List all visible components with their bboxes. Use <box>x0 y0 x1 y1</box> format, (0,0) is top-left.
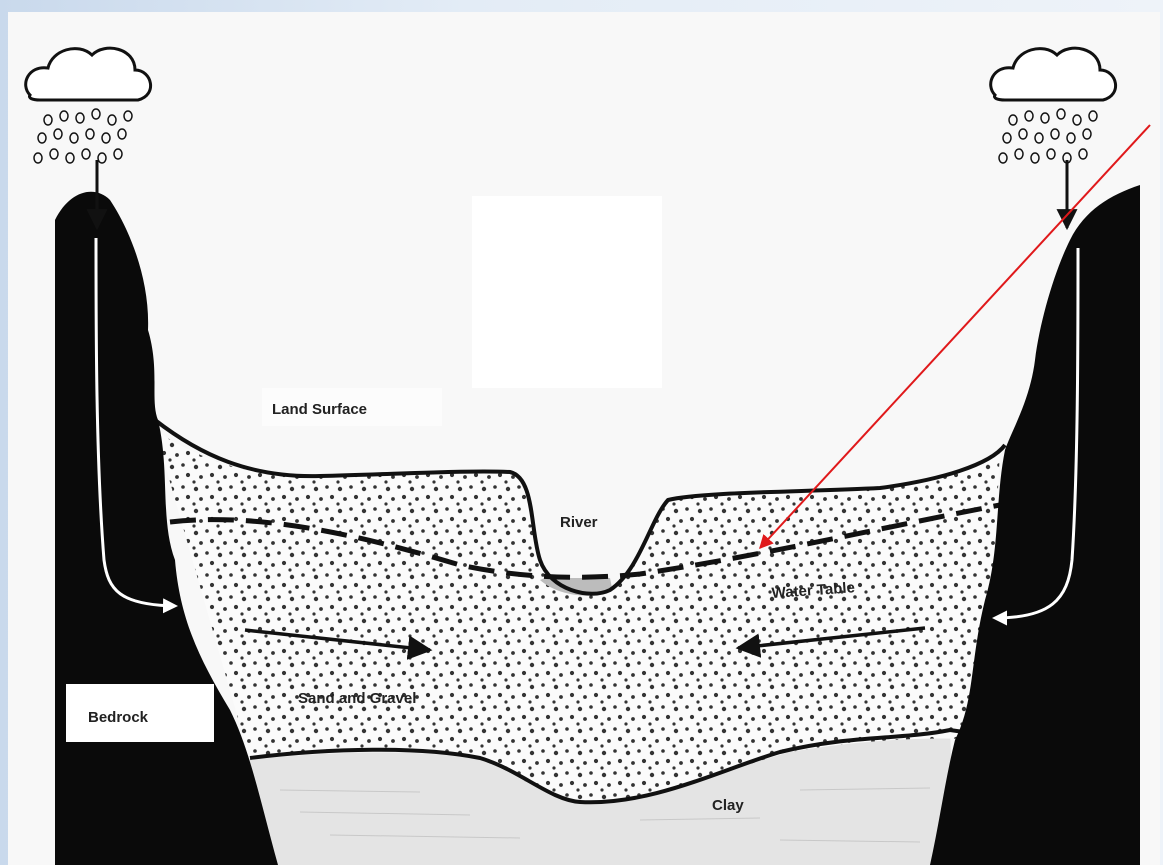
bedrock-label: Bedrock <box>88 709 149 726</box>
blank-box <box>472 196 662 388</box>
land-surface-label: Land Surface <box>272 401 367 418</box>
clay-label: Clay <box>712 797 744 814</box>
sand-gravel-label: Sand and Gravel <box>298 690 416 707</box>
river-label: River <box>560 514 598 531</box>
